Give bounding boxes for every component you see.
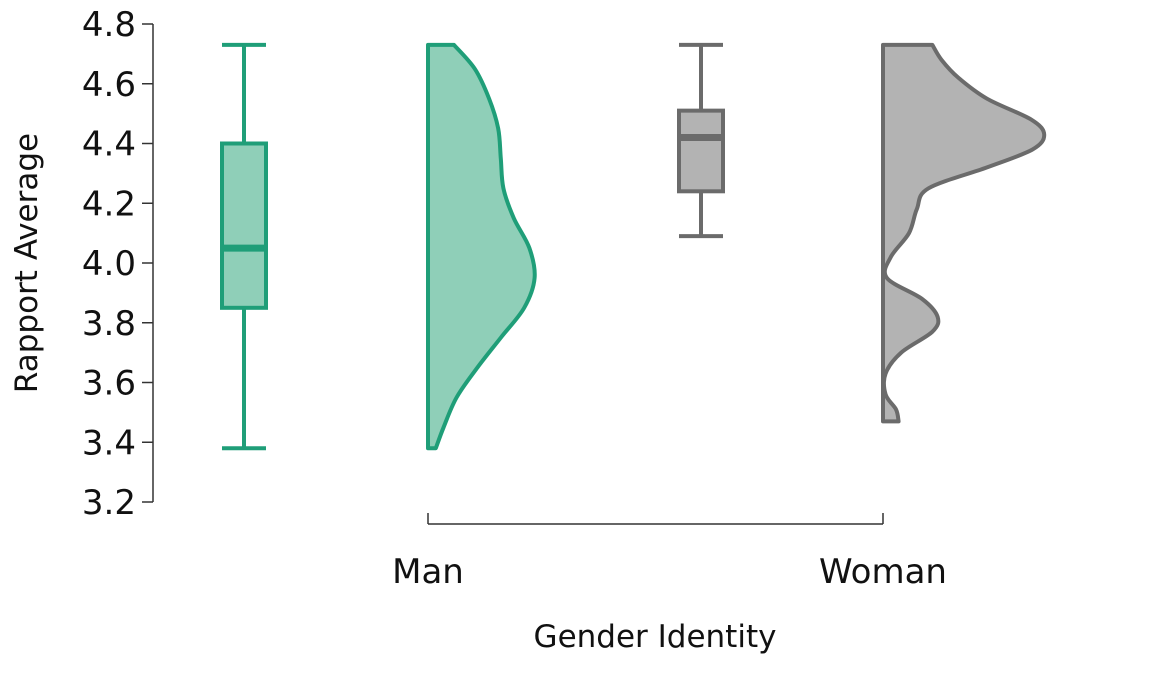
man-density-cloud — [426, 42, 537, 451]
y-tick-label: 4.8 — [82, 5, 136, 45]
y-tick-label: 3.4 — [82, 423, 136, 463]
y-tick-label: 3.8 — [82, 304, 136, 344]
y-tick-label: 4.6 — [82, 65, 136, 105]
y-tick-label: 3.6 — [82, 364, 136, 404]
woman-group — [677, 42, 1047, 424]
y-tick-label: 3.2 — [82, 483, 136, 523]
man-box — [220, 141, 268, 310]
man-group — [220, 42, 537, 451]
woman-box — [677, 108, 725, 194]
plot-area — [220, 42, 1047, 451]
x-tick-label: Man — [392, 552, 464, 592]
y-tick-label: 4.0 — [82, 244, 136, 284]
y-tick-label: 4.2 — [82, 184, 136, 224]
x-axis-title: Gender Identity — [534, 619, 777, 655]
y-axis: 3.2 3.4 3.6 3.8 4.0 4.2 4.4 4.6 4.8 — [82, 5, 154, 523]
y-axis-title: Rapport Average — [9, 133, 45, 393]
x-tick-label: Woman — [819, 552, 947, 592]
y-tick-label: 4.4 — [82, 125, 136, 165]
woman-density-cloud — [881, 42, 1047, 424]
x-axis: Man Woman — [392, 513, 947, 592]
